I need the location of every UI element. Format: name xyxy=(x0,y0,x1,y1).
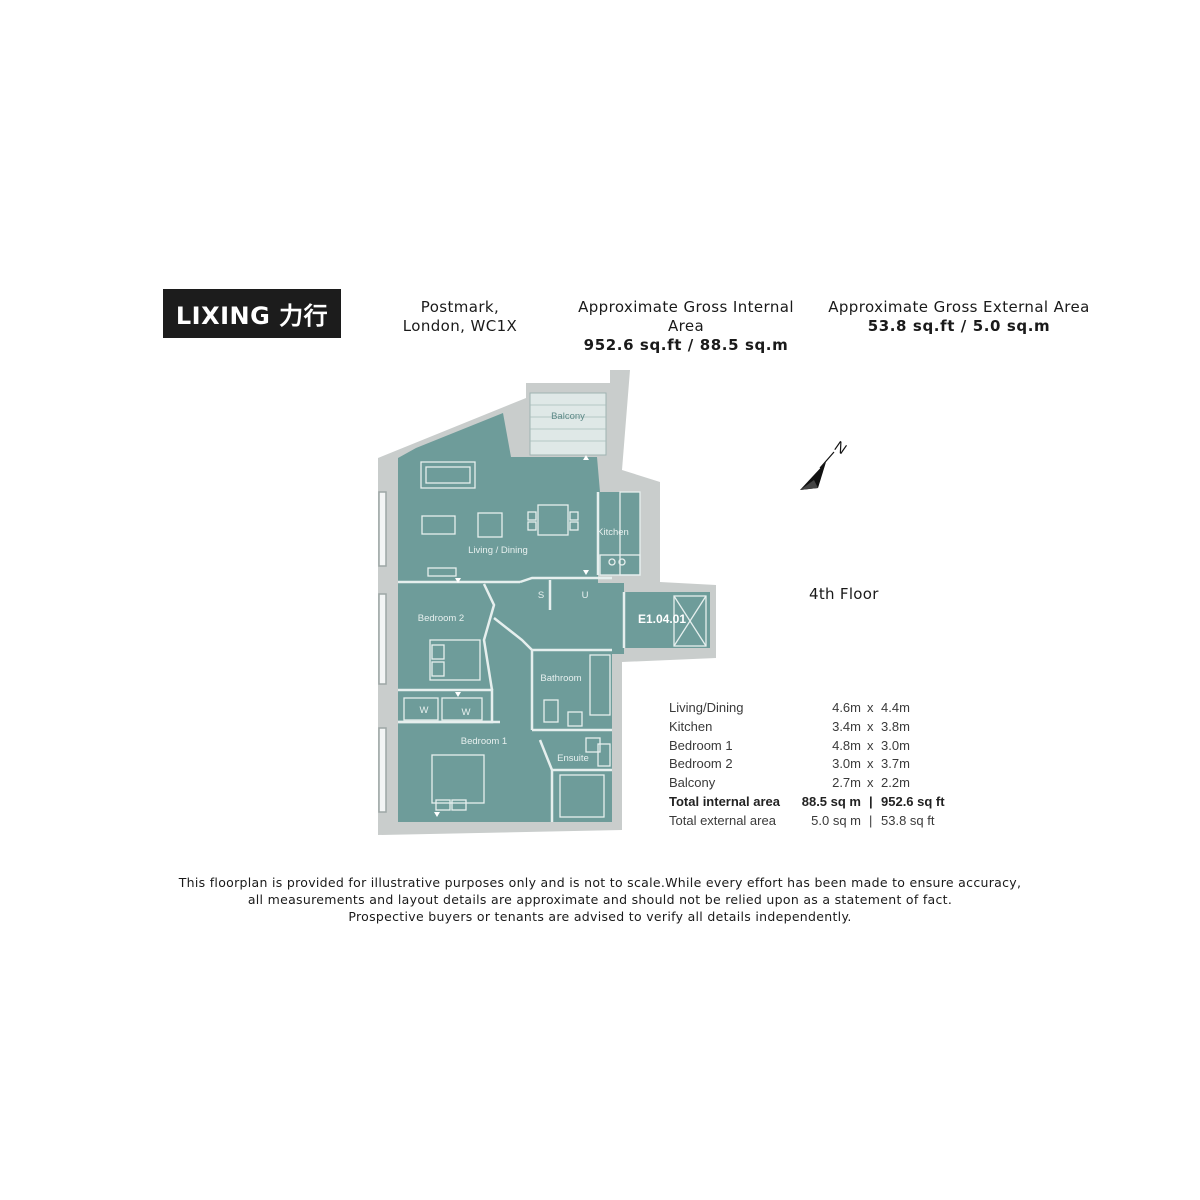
armchair-icon xyxy=(477,512,503,538)
label-wardrobe-1: W xyxy=(420,705,429,716)
schedule-row: Balcony 2.7m x 2.2m xyxy=(669,775,959,794)
shower-icon xyxy=(559,774,605,818)
room-dim-a: 4.8m xyxy=(832,737,861,753)
bed1-icon xyxy=(431,754,485,804)
gea-label: Approximate Gross External Area xyxy=(828,298,1090,316)
property-address: Postmark, London, WC1X xyxy=(392,298,528,336)
dim-separator: x xyxy=(867,756,874,772)
north-arrow-icon: N xyxy=(800,438,850,490)
unit-code: E1.04.01 xyxy=(638,612,686,626)
coffee-table-icon xyxy=(421,515,456,535)
room-name: Kitchen xyxy=(669,718,713,734)
gross-external-area: Approximate Gross External Area 53.8 sq.… xyxy=(828,298,1090,336)
room-dim-b: 3.0m xyxy=(881,737,910,753)
total-divider: | xyxy=(869,793,873,809)
north-label: N xyxy=(831,438,850,458)
door-arrows xyxy=(434,455,589,817)
total-name: Total internal area xyxy=(669,793,781,809)
room-dim-b: 3.8m xyxy=(881,718,910,734)
furniture xyxy=(403,461,707,818)
total-divider: | xyxy=(869,812,873,828)
dim-separator: x xyxy=(867,718,874,734)
wardrobe-icon xyxy=(403,697,439,721)
room-dim-b: 2.2m xyxy=(881,775,910,791)
basin-icon xyxy=(567,711,583,727)
disclaimer-line-2: all measurements and layout details are … xyxy=(247,892,953,907)
schedule-row: Bedroom 1 4.8m x 3.0m xyxy=(669,738,959,757)
utility-icon xyxy=(673,595,707,647)
toilet-icon xyxy=(543,699,559,723)
gross-internal-area: Approximate Gross Internal Area 952.6 sq… xyxy=(558,298,814,355)
label-living-dining: Living / Dining xyxy=(468,545,528,556)
room-name: Living/Dining xyxy=(669,700,744,715)
room-labels: Balcony Living / Dining Kitchen S U Bedr… xyxy=(418,411,687,764)
total-sqm: 5.0 sq m xyxy=(811,812,861,828)
label-store-u: U xyxy=(582,590,589,601)
label-kitchen: Kitchen xyxy=(597,527,629,538)
address-line-2: London, WC1X xyxy=(402,317,518,335)
label-store-s: S xyxy=(538,590,544,601)
room-name: Balcony xyxy=(669,775,716,791)
total-internal-row: Total internal area 88.5 sq m | 952.6 sq… xyxy=(669,794,959,813)
balcony-decking xyxy=(530,404,606,442)
balcony-area xyxy=(529,392,607,456)
label-bathroom: Bathroom xyxy=(540,673,581,684)
total-name: Total external area xyxy=(669,812,776,828)
dim-separator: x xyxy=(867,737,874,753)
bed2-icon xyxy=(429,639,481,681)
floorplan-diagram: Balcony Living / Dining Kitchen S U Bedr… xyxy=(378,370,716,835)
room-schedule: Living/Dining 4.6m x 4.4m Kitchen 3.4m x… xyxy=(669,700,959,832)
floor-label: 4th Floor xyxy=(809,585,879,603)
dining-table-icon xyxy=(537,504,569,536)
dim-separator: x xyxy=(867,700,874,715)
bathtub-icon xyxy=(589,654,611,716)
total-external-row: Total external area 5.0 sq m | 53.8 sq f… xyxy=(669,813,959,832)
sofa-icon xyxy=(420,461,476,489)
total-sqft: 53.8 sq ft xyxy=(881,812,935,828)
room-dim-a: 3.0m xyxy=(832,756,861,772)
gia-label: Approximate Gross Internal Area xyxy=(578,298,794,335)
disclaimer-line-3: Prospective buyers or tenants are advise… xyxy=(348,909,852,924)
interior-walls xyxy=(398,492,626,822)
disclaimer: This floorplan is provided for illustrat… xyxy=(150,874,1050,925)
schedule-row: Kitchen 3.4m x 3.8m xyxy=(669,719,959,738)
tv-unit-icon xyxy=(427,567,457,577)
label-bedroom-2: Bedroom 2 xyxy=(418,613,464,624)
room-dim-a: 2.7m xyxy=(832,775,861,791)
room-dim-a: 4.6m xyxy=(832,700,861,715)
label-wardrobe-2: W xyxy=(462,707,471,718)
label-ensuite: Ensuite xyxy=(557,753,589,764)
room-dim-b: 3.7m xyxy=(881,756,910,772)
total-sqm: 88.5 sq m xyxy=(801,793,861,809)
total-sqft: 952.6 sq ft xyxy=(881,793,945,809)
label-balcony: Balcony xyxy=(551,411,585,422)
room-name: Bedroom 2 xyxy=(669,756,733,772)
schedule-row: Bedroom 2 3.0m x 3.7m xyxy=(669,756,959,775)
schedule-row: Living/Dining 4.6m x 4.4m xyxy=(669,700,959,719)
disclaimer-line-1: This floorplan is provided for illustrat… xyxy=(178,875,1022,890)
gia-value: 952.6 sq.ft / 88.5 sq.m xyxy=(583,336,789,354)
windows xyxy=(378,491,387,813)
label-bedroom-1: Bedroom 1 xyxy=(461,736,507,747)
room-dim-a: 3.4m xyxy=(832,718,861,734)
room-name: Bedroom 1 xyxy=(669,737,733,753)
room-dim-b: 4.4m xyxy=(881,700,910,715)
lixing-logo: LIXING 力行 xyxy=(163,289,341,338)
gea-value: 53.8 sq.ft / 5.0 sq.m xyxy=(867,317,1051,335)
dim-separator: x xyxy=(867,775,874,791)
address-line-1: Postmark, xyxy=(420,298,500,316)
